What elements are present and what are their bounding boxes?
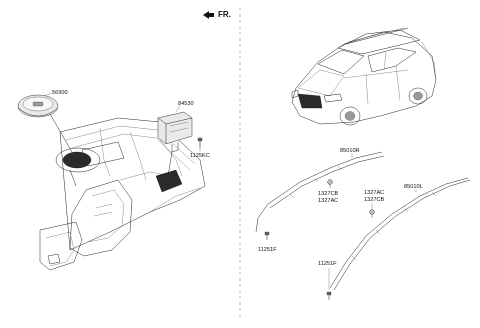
part-label-84530: 84530 [178,101,194,107]
front-direction-indicator: FR. [203,10,231,19]
direction-arrow-icon [203,11,214,19]
clip-icon [369,209,375,218]
part-label-1327ac-b: 1327AC [364,190,384,196]
dashboard-illustration [39,117,206,271]
part-label-11251f-left: 11251F [318,261,337,267]
label-leader-56900 [43,92,53,97]
passenger-airbag-leader [167,151,173,177]
bolt-icon [326,291,332,300]
curtain-airbag-left [329,177,471,291]
part-label-56900: 56900 [52,90,68,96]
steering-airbag-leader [49,113,73,153]
part-label-1327cb-b: 1327CB [364,197,384,203]
steering-airbag-module [17,94,59,118]
label-leader-84530 [175,105,181,113]
part-label-85010l: 85010L [404,184,423,190]
passenger-airbag-location [155,169,183,193]
vehicle-illustration [291,27,437,126]
part-label-11251f-right: 11251F [258,247,277,253]
clip-icon [327,179,333,188]
part-label-85010r: 85010R [340,148,360,154]
part-label-1327ac-a: 1327AC [318,198,338,204]
mount-bolt-icon [197,137,203,148]
part-label-1125kc: 1125KC [190,153,210,159]
part-label-1327cb-a: 1327CB [318,191,338,197]
bolt-icon [264,231,270,240]
curtain-airbag-right [255,151,385,233]
passenger-airbag-module [157,111,193,153]
steering-wheel-airbag-location [55,147,101,187]
direction-label: FR. [218,10,231,19]
